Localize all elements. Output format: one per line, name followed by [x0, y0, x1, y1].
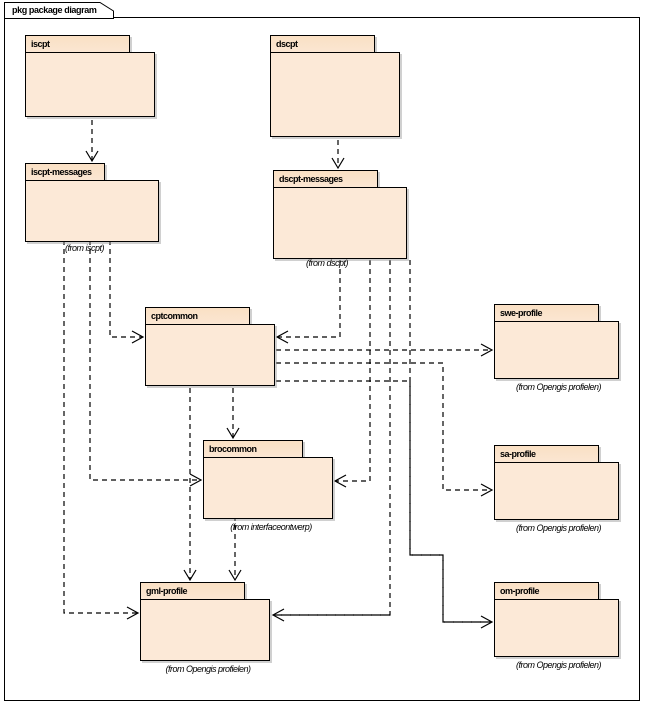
package-brocommon-from-note: (from interfaceontwerp) [230, 522, 312, 532]
package-cptcommon-tab: cptcommon [145, 307, 250, 325]
package-dscpt-messages-tab: dscpt-messages [273, 170, 378, 188]
package-sa-profile-label: sa-profile [500, 449, 536, 459]
frame-tab-shape [4, 2, 114, 19]
package-iscpt-body [25, 52, 155, 117]
diagram-frame-label: pkg package diagram [12, 5, 97, 15]
package-sa-profile-body [494, 462, 619, 520]
package-dscpt-body [270, 52, 400, 137]
package-iscpt-label: iscpt [31, 39, 50, 49]
package-om-profile-tab: om-profile [494, 582, 599, 600]
package-iscpt-messages-tab: iscpt-messages [25, 163, 105, 181]
package-iscpt-messages-label: iscpt-messages [31, 167, 92, 177]
package-sa-profile-tab: sa-profile [494, 445, 599, 463]
package-iscpt-messages-body [25, 180, 159, 242]
package-gml-profile-body [140, 599, 270, 661]
package-brocommon-tab: brocommon [203, 440, 303, 458]
package-iscpt-tab: iscpt [25, 35, 130, 53]
package-dscpt-messages-from-note: (from dscpt) [306, 258, 349, 268]
package-om-profile-from-note: (from Opengis profielen) [515, 660, 602, 670]
package-swe-profile-label: swe-profile [500, 308, 543, 318]
package-iscpt-messages-from-note: (from iscpt) [65, 243, 105, 253]
package-dscpt-messages-label: dscpt-messages [279, 174, 343, 184]
package-brocommon-label: brocommon [209, 444, 257, 454]
package-swe-profile-tab: swe-profile [494, 304, 599, 322]
package-gml-profile-tab: gml-profile [140, 582, 245, 600]
package-swe-profile-body [494, 321, 619, 379]
package-brocommon-body [203, 457, 333, 519]
package-gml-profile-label: gml-profile [146, 586, 188, 596]
package-dscpt-messages-body [273, 187, 407, 259]
package-cptcommon-body [145, 324, 275, 386]
package-sa-profile-from-note: (from Opengis profielen) [515, 523, 602, 533]
package-swe-profile-from-note: (from Opengis profielen) [515, 382, 602, 392]
package-gml-profile-from-note: (from Opengis profielen) [165, 664, 251, 674]
package-dscpt-label: dscpt [276, 39, 298, 49]
diagram-frame-tab: pkg package diagram [4, 2, 114, 19]
package-om-profile-body [494, 599, 619, 657]
package-om-profile-label: om-profile [500, 586, 540, 596]
package-dscpt-tab: dscpt [270, 35, 375, 53]
package-cptcommon-label: cptcommon [151, 311, 198, 321]
